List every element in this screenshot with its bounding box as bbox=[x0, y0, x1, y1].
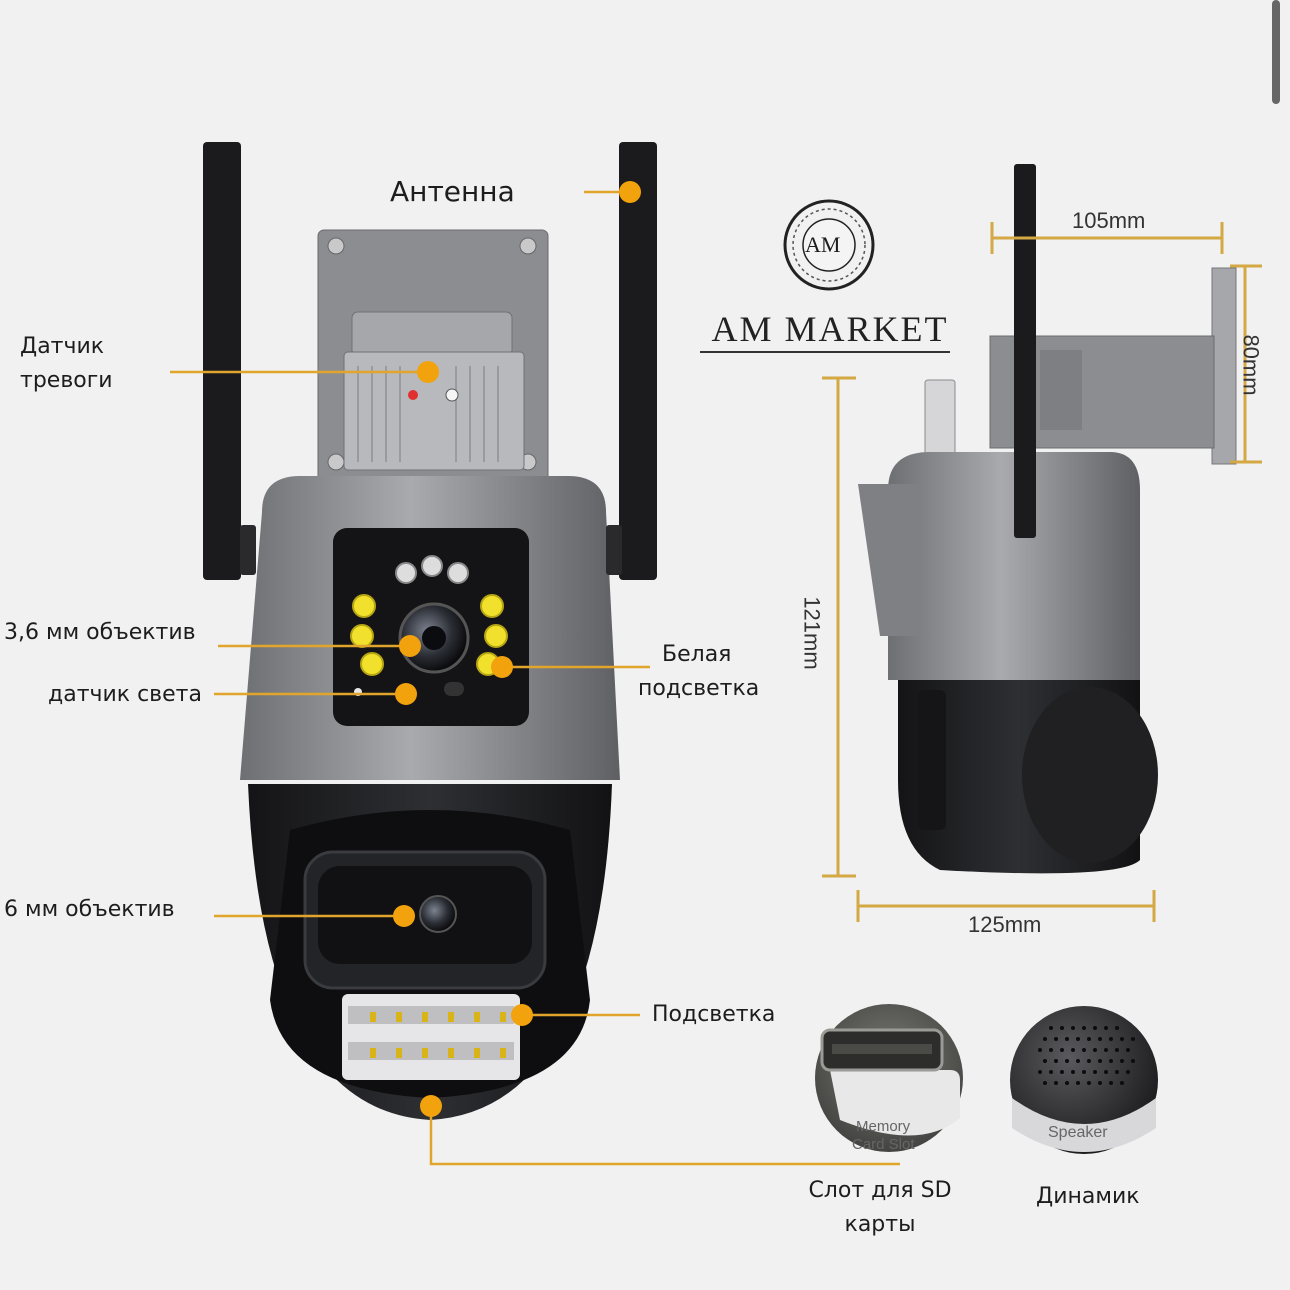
sd-card-inset bbox=[815, 1004, 963, 1152]
speaker-hole bbox=[1082, 1026, 1086, 1030]
inset-memory-1: Memory bbox=[856, 1118, 911, 1135]
brand-name: AM MARKET bbox=[711, 309, 949, 349]
label-light-sensor: датчик света bbox=[48, 682, 202, 707]
speaker-hole bbox=[1071, 1048, 1075, 1052]
speaker-hole bbox=[1104, 1026, 1108, 1030]
speaker-hole bbox=[1076, 1081, 1080, 1085]
brand-underline bbox=[700, 351, 950, 353]
label-lens-6: 6 мм объектив bbox=[4, 897, 175, 922]
speaker-hole bbox=[1098, 1081, 1102, 1085]
speaker-hole bbox=[1049, 1048, 1053, 1052]
speaker-hole bbox=[1071, 1070, 1075, 1074]
speaker-hole bbox=[1043, 1037, 1047, 1041]
brand-logo bbox=[783, 199, 875, 291]
dim-height: 121mm bbox=[799, 596, 825, 670]
callout-lines bbox=[170, 190, 900, 1166]
logo-letters: AM bbox=[805, 232, 841, 257]
white-leds bbox=[350, 594, 508, 676]
speaker-hole bbox=[1109, 1037, 1113, 1041]
speaker-hole bbox=[1060, 1070, 1064, 1074]
speaker-inset bbox=[1010, 1006, 1158, 1154]
speaker-hole bbox=[1093, 1070, 1097, 1074]
left-antenna bbox=[203, 142, 241, 580]
speaker-hole bbox=[1126, 1048, 1130, 1052]
side-antenna bbox=[1014, 164, 1036, 538]
speaker-hole bbox=[1038, 1070, 1042, 1074]
callout-dots bbox=[393, 181, 641, 1117]
speaker-hole bbox=[1126, 1070, 1130, 1074]
speaker-hole bbox=[1060, 1048, 1064, 1052]
speaker-hole bbox=[1043, 1059, 1047, 1063]
speaker-hole bbox=[1087, 1081, 1091, 1085]
speaker-hole bbox=[1093, 1048, 1097, 1052]
label-sd-slot-1: Слот для SD bbox=[808, 1178, 952, 1203]
speaker-hole bbox=[1076, 1037, 1080, 1041]
dimension-lines bbox=[822, 222, 1262, 922]
speaker-hole bbox=[1098, 1037, 1102, 1041]
speaker-hole bbox=[1109, 1081, 1113, 1085]
speaker-hole bbox=[1115, 1048, 1119, 1052]
speaker-hole bbox=[1093, 1026, 1097, 1030]
front-camera bbox=[203, 142, 657, 1120]
speaker-hole bbox=[1043, 1081, 1047, 1085]
speaker-hole bbox=[1098, 1059, 1102, 1063]
label-sd-slot-2: карты bbox=[844, 1212, 916, 1237]
speaker-hole bbox=[1054, 1059, 1058, 1063]
label-antenna: Антенна bbox=[390, 175, 515, 208]
speaker-hole bbox=[1049, 1070, 1053, 1074]
speaker-hole bbox=[1060, 1026, 1064, 1030]
speaker-hole bbox=[1054, 1037, 1058, 1041]
speaker-hole bbox=[1120, 1081, 1124, 1085]
label-white-light-2: подсветка bbox=[638, 676, 760, 701]
dim-bracket-height: 80mm bbox=[1238, 334, 1264, 396]
speaker-hole bbox=[1104, 1070, 1108, 1074]
speaker-hole bbox=[1120, 1037, 1124, 1041]
side-camera bbox=[858, 164, 1237, 874]
speaker-hole bbox=[1109, 1059, 1113, 1063]
label-illumination: Подсветка bbox=[652, 1002, 776, 1027]
speaker-hole bbox=[1104, 1048, 1108, 1052]
speaker-hole bbox=[1115, 1070, 1119, 1074]
speaker-hole bbox=[1115, 1026, 1119, 1030]
speaker-hole bbox=[1065, 1081, 1069, 1085]
inset-memory-2: Card Slot bbox=[852, 1136, 915, 1153]
lens-6mm bbox=[419, 895, 457, 933]
speaker-hole bbox=[1071, 1026, 1075, 1030]
speaker-hole bbox=[1076, 1059, 1080, 1063]
speaker-hole bbox=[1065, 1059, 1069, 1063]
speaker-hole bbox=[1120, 1059, 1124, 1063]
speaker-hole bbox=[1065, 1037, 1069, 1041]
inset-speaker: Speaker bbox=[1048, 1124, 1108, 1141]
speaker-hole bbox=[1082, 1048, 1086, 1052]
dim-width: 105mm bbox=[1072, 208, 1146, 233]
label-lens-36: 3,6 мм объектив bbox=[4, 620, 196, 645]
scrollbar[interactable] bbox=[1272, 0, 1280, 104]
label-speaker: Динамик bbox=[1036, 1184, 1140, 1209]
speaker-hole bbox=[1131, 1059, 1135, 1063]
side-upper-body bbox=[888, 452, 1140, 680]
speaker-hole bbox=[1082, 1070, 1086, 1074]
speaker-hole bbox=[1038, 1048, 1042, 1052]
speaker-hole bbox=[1087, 1037, 1091, 1041]
dim-depth: 125mm bbox=[968, 912, 1042, 937]
alarm-led bbox=[408, 390, 418, 400]
speaker-hole bbox=[1087, 1059, 1091, 1063]
speaker-hole bbox=[1131, 1037, 1135, 1041]
label-alarm-sensor-2: тревоги bbox=[20, 368, 113, 393]
label-alarm-sensor-1: Датчик bbox=[20, 334, 105, 359]
speaker-hole bbox=[1054, 1081, 1058, 1085]
speaker-hole bbox=[1049, 1026, 1053, 1030]
right-antenna bbox=[619, 142, 657, 580]
label-white-light-1: Белая bbox=[662, 642, 732, 667]
